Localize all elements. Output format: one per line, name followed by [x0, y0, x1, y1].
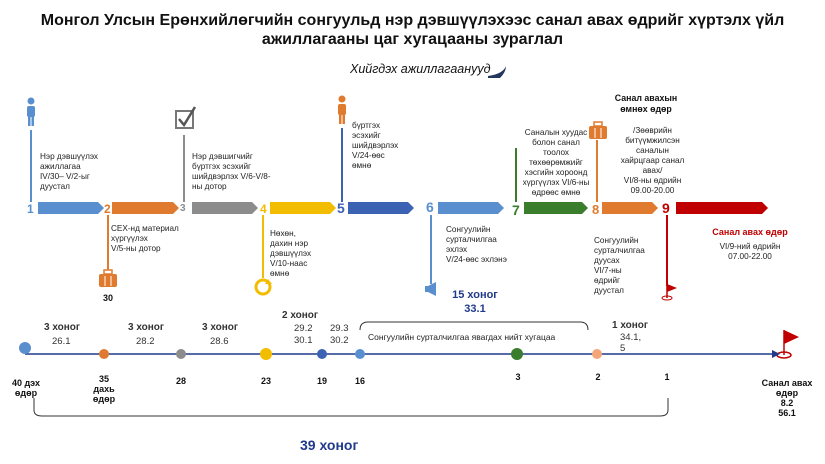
step-text-4: Нөхөн, дахин нэр дэвшүүлэх V/10-наас өмн…: [270, 229, 312, 278]
total-bracket: [33, 398, 669, 417]
arrow-7: [524, 202, 588, 214]
timeline-dot: [19, 342, 31, 354]
step-number-3: 3: [180, 203, 186, 214]
timeline-label: 19: [316, 376, 327, 386]
briefcase-icon: [99, 269, 117, 287]
period-date: 34.1, 5: [620, 332, 642, 354]
step-number-2: 2: [104, 202, 111, 216]
step-number-8: 8: [592, 202, 600, 217]
step-text-3: Нэр дэвшигчийг бүртгэх эсэхийг шийдвэрлэ…: [192, 152, 271, 191]
period-days: 1 хоног: [612, 320, 649, 331]
timeline-label: 1: [664, 372, 670, 382]
timeline-dot: [511, 348, 523, 360]
vote-day-text: VI/9-ний өдрийн 07.00-22.00: [719, 242, 781, 261]
period-days: 3 хоног: [202, 322, 239, 333]
before-vote-title: Санал авахын өмнөх өдөр: [614, 93, 678, 114]
arrow-2: [112, 202, 179, 214]
timeline-dot: [260, 348, 272, 360]
person-icon: [338, 95, 346, 124]
arrow-5: [348, 202, 414, 214]
period-date: 28.2: [136, 336, 155, 347]
period-date: 26.1: [52, 336, 71, 347]
step-number-5: 5: [337, 200, 345, 216]
timeline-dot: [592, 349, 602, 359]
period-days: 3 хоног: [128, 322, 165, 333]
campaign-date: 33.1: [464, 303, 486, 315]
before-vote-text: /Зөөврийн битүүмжилсэн саналын хайрцгаар…: [620, 126, 685, 195]
cycle-icon: [254, 278, 272, 296]
timeline-dot: [317, 349, 327, 359]
checkbox-icon: [175, 106, 197, 129]
subtitle-accent: [488, 66, 506, 78]
timeline-arrowhead: [772, 350, 780, 358]
timeline-label: 28: [175, 376, 186, 386]
page-title: Монгол Улсын Ерөнхийлөгчийн сонгуульд нэ…: [40, 12, 785, 48]
timeline-dot: [99, 349, 109, 359]
flag-icon: [776, 330, 799, 359]
arrow-6: [438, 202, 504, 214]
timeline-label: 35 дахь өдөр: [92, 374, 116, 404]
timeline-label: 23: [260, 376, 271, 386]
step-number-6: 6: [426, 199, 434, 215]
timeline-dot: [176, 349, 186, 359]
step-text-5: бүртгэх эсэхийг шийдвэрлэх V/24-өөс өмнө: [352, 121, 399, 170]
period-date: 28.6: [210, 336, 229, 347]
megaphone-icon: [425, 282, 436, 296]
step-2-extra: 30: [102, 293, 113, 303]
step-number-1: 1: [27, 202, 34, 216]
total-days: 39 хоног: [300, 437, 359, 453]
arrow-1: [38, 202, 104, 214]
timeline-label: 16: [354, 376, 365, 386]
timeline-label: 3: [515, 372, 521, 382]
step-number-9: 9: [662, 200, 670, 216]
step-text-6: Сонгуулийн сурталчилгаа эхлэх V/24-өөс э…: [446, 225, 507, 264]
campaign-bracket-text: Сонгуулийн сурталчилгаа явагдах нийт хуг…: [368, 332, 556, 342]
timeline-label: 2: [595, 372, 601, 382]
timeline-dot: [355, 349, 365, 359]
step-text-8: Сонгуулийн сурталчилгаа дуусах VI/7-ны ө…: [594, 236, 645, 295]
period-date: 29.3 30.2: [330, 323, 349, 346]
vote-day-title: Санал авах өдөр: [712, 227, 788, 237]
step-text-2: СЕХ-нд материал хүргүүлэх V/5-ны дотор: [111, 224, 179, 253]
flag-icon: [661, 284, 677, 301]
period-date: 29.2 30.1: [294, 323, 313, 346]
arrow-8: [602, 202, 658, 214]
person-icon: [27, 97, 35, 126]
period-days: 2 хоног: [282, 310, 319, 321]
campaign-days: 15 хоног: [452, 289, 498, 301]
arrow-4: [270, 202, 336, 214]
step-number-4: 4: [260, 202, 267, 216]
period-days: 3 хоног: [44, 322, 81, 333]
step-text-7: Саналын хуудас болон санал тоолох төхөөр…: [522, 128, 590, 197]
step-number-7: 7: [512, 202, 520, 218]
timeline-label: Санал авах өдөр 8.2 56.1: [761, 378, 813, 418]
arrow-3: [192, 202, 258, 214]
section-subtitle: Хийгдэх ажиллагаанууд: [350, 62, 491, 76]
arrow-9: [676, 202, 768, 214]
briefcase-icon: [589, 121, 607, 139]
campaign-bracket: [359, 321, 589, 331]
timeline-label: 40 дэх өдөр: [11, 378, 41, 398]
step-text-1: Нэр дэвшүүлэх ажиллагаа IV/30– V/2-ыг ду…: [40, 152, 99, 191]
